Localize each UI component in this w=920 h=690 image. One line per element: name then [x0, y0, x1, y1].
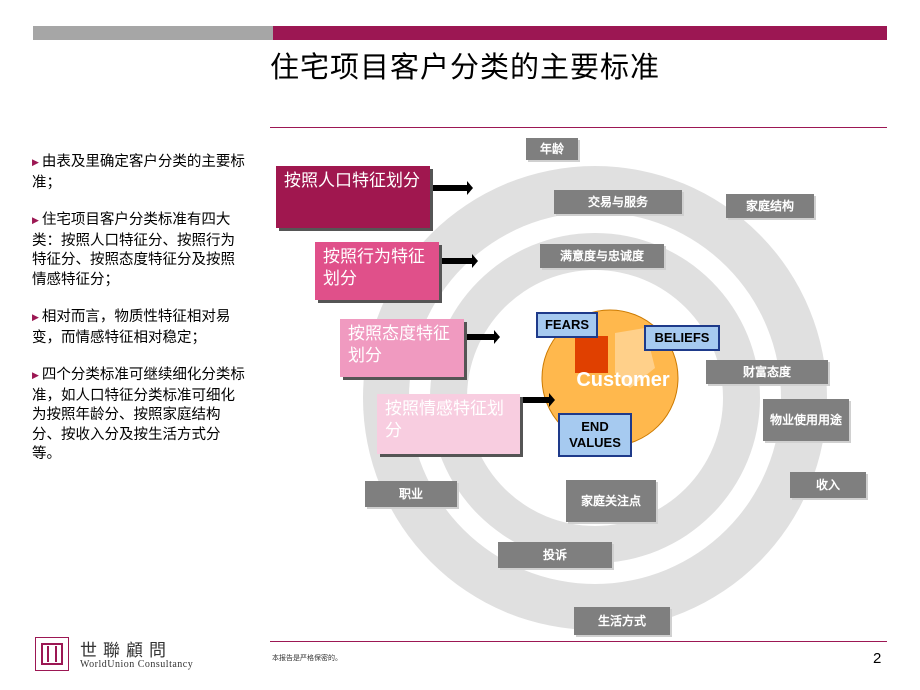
tag-family-concern: 家庭关注点 — [566, 480, 656, 522]
logo-mark-icon — [41, 643, 63, 665]
page-number: 2 — [873, 650, 882, 667]
bullet-item: ▶住宅项目客户分类标准有四大类：按照人口特征分、按照行为特征分、按照态度特征分及… — [32, 212, 235, 288]
customer-label: Customer — [576, 369, 670, 391]
triangle-bullet-icon: ▶ — [32, 216, 39, 226]
tag-lifestyle: 生活方式 — [574, 607, 670, 635]
bullet-list: ▶由表及里确定客户分类的主要标准； ▶住宅项目客户分类标准有四大类：按照人口特征… — [32, 153, 247, 483]
tag-property-use: 物业使用用途 — [763, 399, 849, 441]
tag-complaint: 投诉 — [498, 542, 612, 568]
company-name-cn: 世聯顧問 — [80, 641, 172, 661]
divider-top — [270, 127, 887, 128]
core-figure-icon — [575, 336, 608, 373]
tag-occupation: 职业 — [365, 481, 457, 507]
bullet-item: ▶由表及里确定客户分类的主要标准； — [32, 154, 245, 191]
customer-segmentation-diagram: Customer 按照人口特征划分 按照行为特征划分 按照态度特征划分 按照情感… — [270, 128, 890, 640]
bullet-item: ▶四个分类标准可继续细化分类标准，如人口特征分类标准可细化为按照年龄分、按照家庭… — [32, 367, 245, 462]
company-name-en: WorldUnion Consultancy — [80, 659, 194, 670]
beliefs-box: BELIEFS — [644, 325, 720, 351]
header-bar-accent — [273, 26, 887, 40]
arrow-icon — [440, 254, 478, 268]
tag-income: 收入 — [790, 472, 866, 498]
tag-transaction: 交易与服务 — [554, 190, 682, 214]
category-attitudinal: 按照态度特征划分 — [340, 319, 464, 377]
arrow-icon — [433, 181, 473, 195]
tag-wealth-attitude: 财富态度 — [706, 360, 828, 384]
tag-satisfaction: 满意度与忠诚度 — [540, 244, 664, 268]
page-title: 住宅项目客户分类的主要标准 — [270, 50, 661, 84]
divider-bottom — [270, 641, 887, 642]
tag-family-structure: 家庭结构 — [726, 194, 814, 218]
triangle-bullet-icon: ▶ — [32, 371, 39, 381]
triangle-bullet-icon: ▶ — [32, 158, 39, 168]
arrow-icon — [519, 393, 555, 407]
confidential-note: 本报告是严格保密的。 — [272, 655, 342, 662]
category-behavioral: 按照行为特征划分 — [315, 242, 439, 300]
category-demographic: 按照人口特征划分 — [276, 166, 430, 228]
company-logo-icon — [35, 637, 69, 671]
tag-age: 年龄 — [526, 138, 578, 160]
triangle-bullet-icon: ▶ — [32, 313, 39, 323]
arrow-icon — [462, 330, 500, 344]
header-bar-gray — [33, 26, 273, 40]
end-values-box: END VALUES — [558, 413, 632, 457]
category-emotional: 按照情感特征划分 — [377, 394, 520, 454]
fears-box: FEARS — [536, 312, 598, 338]
bullet-item: ▶相对而言，物质性特征相对易变，而情感特征相对稳定； — [32, 309, 231, 346]
